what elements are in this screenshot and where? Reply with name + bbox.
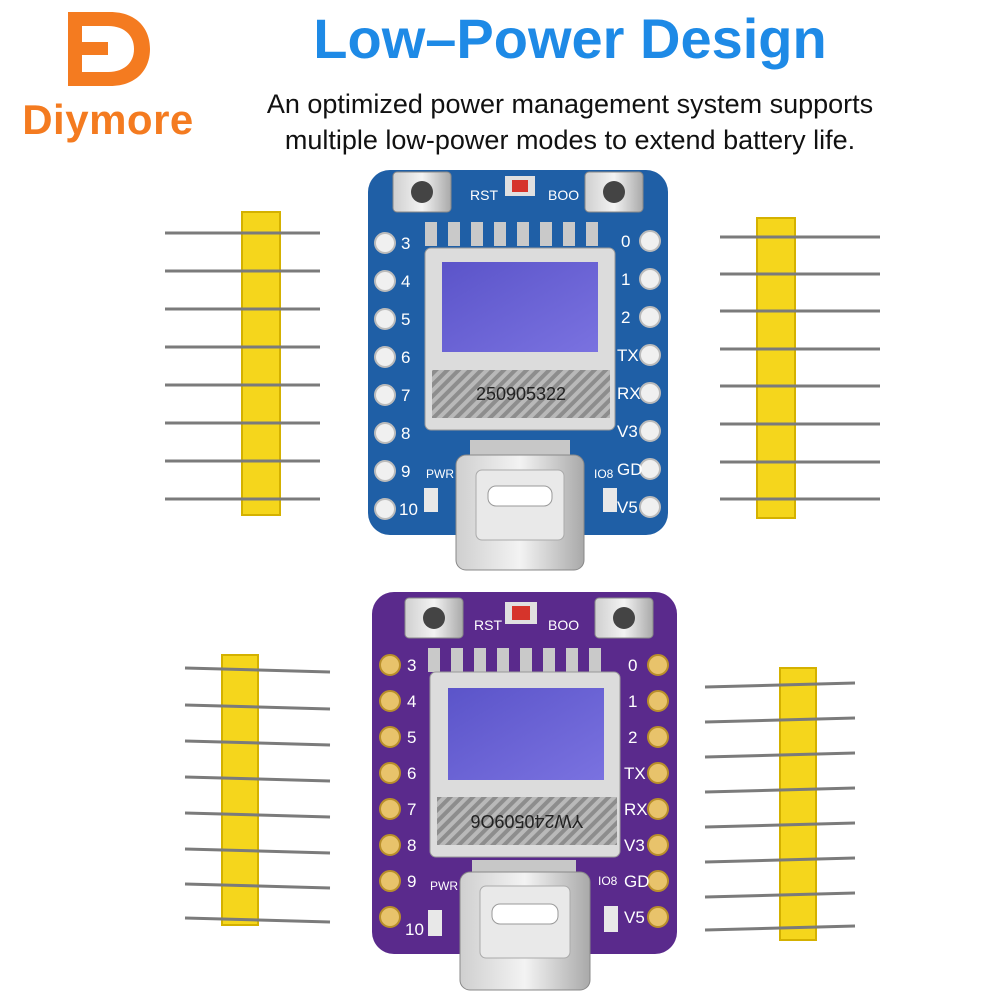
purple-left-pin-label: 10	[405, 920, 424, 939]
blue-right-pin-label: 0	[621, 232, 630, 251]
blue-board: RST BOO 250905322 3 4 5 6 7 8 9 10	[368, 170, 668, 571]
blue-rst-label: RST	[470, 187, 498, 203]
purple-right-pin-label: RX	[624, 800, 648, 819]
blue-right-pin-label: TX	[617, 346, 639, 365]
purple-left-pin-label: 6	[407, 764, 416, 783]
purple-right-pin-label: 2	[628, 728, 637, 747]
header-pins-bottom-right	[704, 667, 856, 941]
purple-left-pin-label: 8	[407, 836, 416, 855]
diymore-logo-mark-icon	[68, 12, 150, 86]
blue-left-pin-label: 7	[401, 386, 410, 405]
purple-rst-label: RST	[474, 617, 502, 633]
blue-serial: 250905322	[476, 384, 566, 404]
brand-name: Diymore	[22, 96, 194, 143]
purple-pwr-label: PWR	[430, 879, 458, 893]
purple-right-pin-label: V5	[624, 908, 645, 927]
blue-right-pin-label: 2	[621, 308, 630, 327]
blue-io8-label: IO8	[594, 467, 614, 481]
purple-serial: YW240509O6	[470, 811, 583, 831]
purple-right-pin-label: 0	[628, 656, 637, 675]
blue-boo-label: BOO	[548, 187, 579, 203]
blue-right-pin-label: V3	[617, 422, 638, 441]
blue-right-pin-label: RX	[617, 384, 641, 403]
page-title: Low–Power Design	[313, 7, 827, 70]
product-photo: RST BOO 250905322 3 4 5 6 7 8 9 10	[165, 170, 880, 991]
blue-left-pin-label: 8	[401, 424, 410, 443]
blue-right-pin-label: V5	[617, 498, 638, 517]
purple-right-pin-label: TX	[624, 764, 646, 783]
purple-usb-c-port	[459, 860, 591, 991]
header-pins-bottom-left	[184, 654, 331, 926]
blue-oled-screen	[442, 262, 598, 352]
purple-right-pin-label: V3	[624, 836, 645, 855]
subtitle-line-1: An optimized power management system sup…	[266, 89, 874, 119]
blue-usb-c-port	[455, 440, 585, 571]
purple-right-pin-label: GD	[624, 872, 650, 891]
purple-io8-label: IO8	[598, 874, 618, 888]
purple-board: RST BOO YW240509O6 3 4 5 6 7 8 9 10	[372, 592, 677, 991]
purple-left-pin-label: 4	[407, 692, 416, 711]
subtitle-line-2: multiple low-power modes to extend batte…	[284, 125, 856, 155]
blue-left-pin-label: 3	[401, 234, 410, 253]
header-pins-top-left	[165, 211, 320, 516]
blue-pwr-label: PWR	[426, 467, 454, 481]
page-subtitle: An optimized power management system sup…	[215, 86, 925, 158]
purple-right-pin-label: 1	[628, 692, 637, 711]
blue-left-pin-label: 10	[399, 500, 418, 519]
purple-left-pin-label: 5	[407, 728, 416, 747]
blue-right-pin-label: GD	[617, 460, 643, 479]
blue-right-pin-label: 1	[621, 270, 630, 289]
header-pins-top-right	[720, 217, 880, 519]
purple-left-pin-label: 7	[407, 800, 416, 819]
blue-left-pin-label: 9	[401, 462, 410, 481]
diymore-logo: Diymore	[8, 8, 208, 143]
purple-oled-screen	[448, 688, 604, 780]
blue-left-pin-label: 5	[401, 310, 410, 329]
purple-boo-label: BOO	[548, 617, 579, 633]
blue-left-pin-label: 6	[401, 348, 410, 367]
purple-left-pin-label: 9	[407, 872, 416, 891]
blue-left-pin-label: 4	[401, 272, 410, 291]
purple-left-pin-label: 3	[407, 656, 416, 675]
